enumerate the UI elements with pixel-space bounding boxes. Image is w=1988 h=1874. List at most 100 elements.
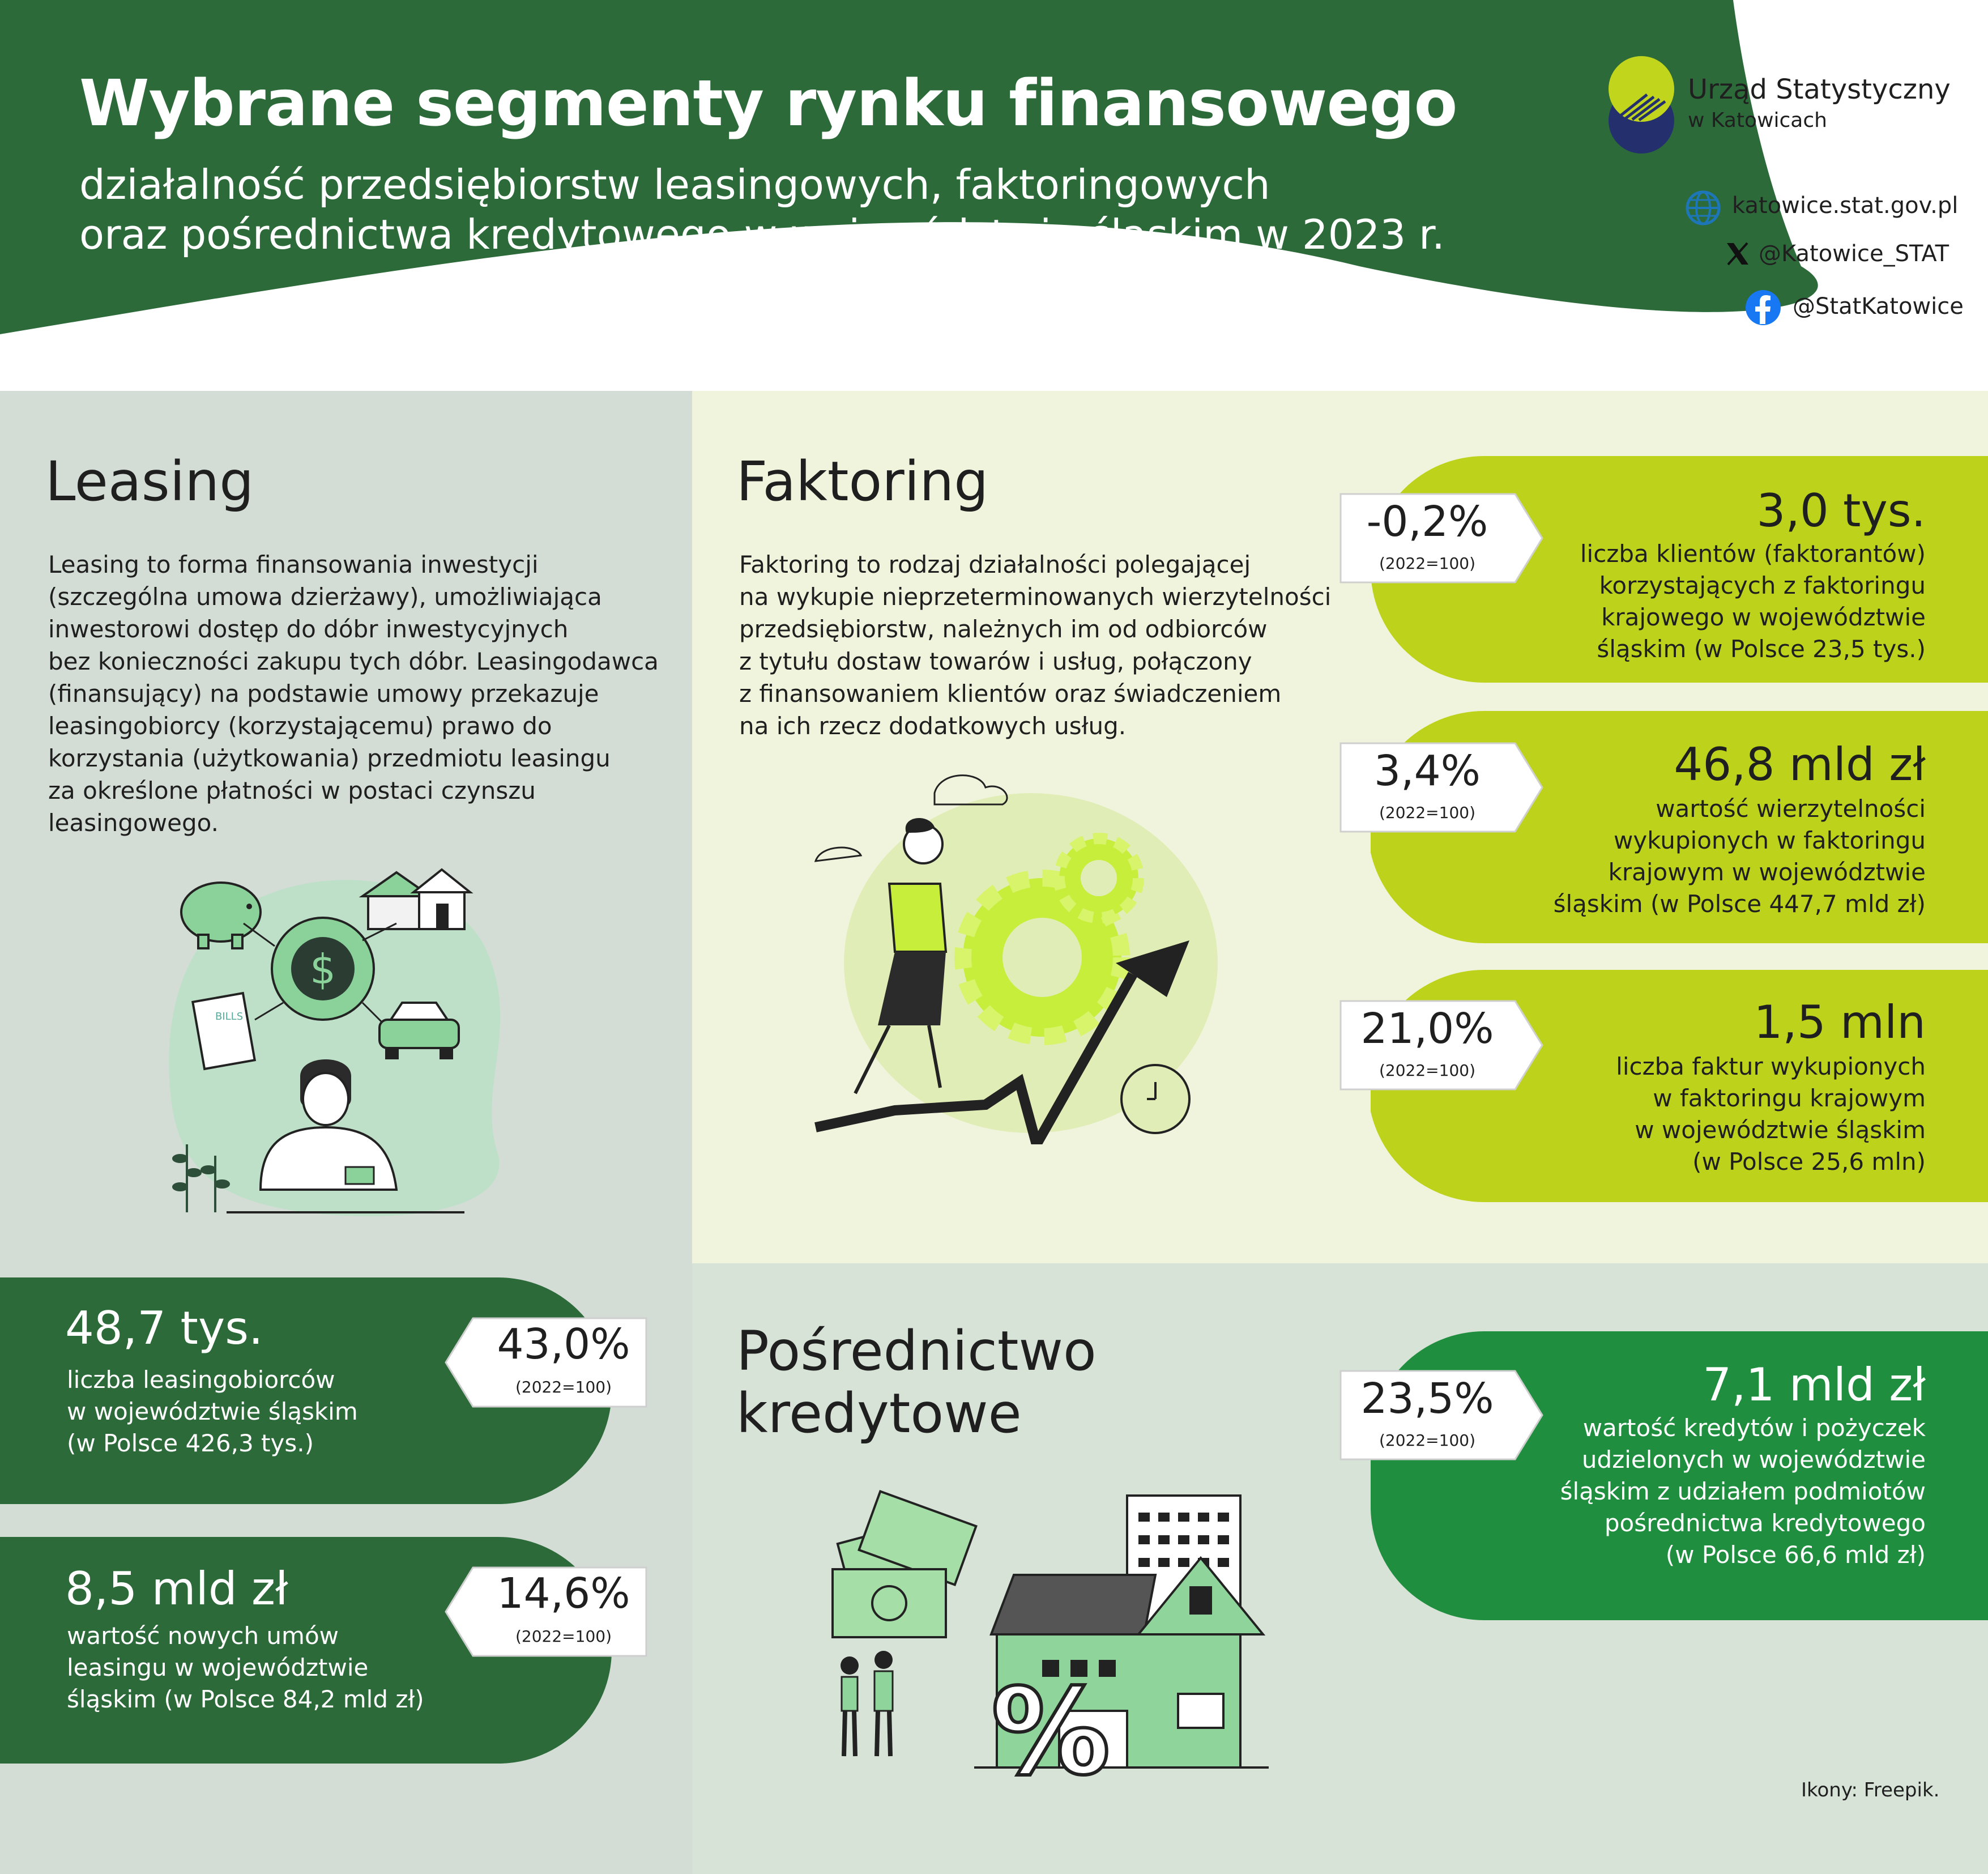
- bills-icon: BILLS: [191, 991, 257, 1071]
- logo-name: Urząd Statystyczny: [1688, 74, 1951, 105]
- svg-text:$: $: [310, 945, 336, 993]
- leasing-stat-1-change: 43,0%: [497, 1320, 630, 1369]
- desc-line: liczba klientów (faktorantów): [1580, 540, 1926, 568]
- leasing-stat-1-value: 48,7 tys.: [65, 1302, 263, 1355]
- desc-line: śląskim (w Polsce 447,7 mld zł): [1553, 890, 1926, 918]
- posrednictwo-stat-base: (2022=100): [1379, 1431, 1475, 1450]
- faktoring-title: Faktoring: [736, 450, 989, 513]
- faktoring-desc-line: z finansowaniem klientów oraz świadczeni…: [739, 680, 1282, 708]
- logo-city: w Katowicach: [1688, 109, 1827, 132]
- subtitle-line-1: działalność przedsiębiorstw leasingowych…: [79, 161, 1270, 208]
- faktoring-illustration: [814, 774, 1218, 1144]
- faktoring-desc-line: na wykupie nieprzeterminowanych wierzyte…: [739, 583, 1332, 611]
- leasing-desc-line: (szczególna umowa dzierżawy), umożliwiaj…: [48, 583, 602, 611]
- car-icon: [378, 1002, 460, 1059]
- desc-line: śląskim (w Polsce 23,5 tys.): [1597, 635, 1926, 663]
- leasing-desc-line: leasingowego.: [48, 809, 219, 837]
- faktoring-stat-3-change: 21,0%: [1360, 1004, 1494, 1053]
- desc-line: wartość kredytów i pożyczek: [1582, 1414, 1926, 1442]
- posrednictwo-change-tag: [1339, 1370, 1543, 1460]
- faktoring-stat-1-change: -0,2%: [1366, 497, 1488, 546]
- facebook-handle-link[interactable]: @StatKatowice: [1793, 293, 1964, 320]
- globe-icon: [1686, 190, 1721, 225]
- gear-icon: [1053, 833, 1144, 923]
- desc-line: pośrednictwa kredytowego: [1604, 1509, 1926, 1537]
- leasing-desc-line: (finansujący) na podstawie umowy przekaz…: [48, 680, 599, 708]
- leasing-stat-1-desc: liczba leasingobiorców w województwie śl…: [67, 1364, 407, 1459]
- subtitle-line-2: oraz pośrednictwa kredytowego w wojewódz…: [79, 211, 1445, 258]
- leasing-stat-1-change-tag: [445, 1317, 647, 1408]
- faktoring-stat-2-base: (2022=100): [1379, 803, 1475, 822]
- faktoring-stat-3-change-tag: [1339, 1000, 1543, 1091]
- posrednictwo-title: Pośrednictwo kredytowe: [736, 1320, 1097, 1445]
- person-icon: [227, 1059, 464, 1213]
- money-icon: [831, 1489, 978, 1638]
- desc-line: w województwie śląskim: [67, 1398, 358, 1425]
- leasing-desc-line: korzystania (użytkowania) przedmiotu lea…: [48, 744, 611, 772]
- cloud-icon: [933, 774, 1008, 806]
- leasing-desc-line: inwestorowi dostęp do dóbr inwestycyjnyc…: [48, 615, 569, 643]
- leasing-desc-line: Leasing to forma finansowania inwestycji: [48, 551, 539, 578]
- x-handle-link[interactable]: @Katowice_STAT: [1759, 241, 1949, 267]
- faktoring-stat-2-value: 46,8 mld zł: [1674, 738, 1926, 791]
- growth-arrow-icon: [814, 972, 1137, 1144]
- faktoring-desc-line: na ich rzecz dodatkowych usług.: [739, 712, 1127, 740]
- faktoring-stat-1-base: (2022=100): [1379, 554, 1475, 573]
- desc-line: liczba leasingobiorców: [67, 1366, 335, 1394]
- couple-icon: [841, 1651, 894, 1757]
- desc-line: śląskim z udziałem podmiotów: [1560, 1477, 1926, 1505]
- leasing-title: Leasing: [45, 450, 254, 513]
- faktoring-stat-3-value: 1,5 mln: [1754, 996, 1926, 1049]
- desc-line: wartość nowych umów: [67, 1622, 339, 1650]
- desc-line: śląskim (w Polsce 84,2 mld zł): [67, 1685, 424, 1713]
- posrednictwo-stat-change: 23,5%: [1360, 1374, 1494, 1423]
- desc-line: w województwie śląskim: [1635, 1116, 1926, 1144]
- faktoring-desc-line: Faktoring to rodzaj działalności polegaj…: [739, 551, 1251, 578]
- x-logo-icon: [1727, 242, 1748, 266]
- faktoring-stat-3-desc: liczba faktur wykupionych w faktoringu k…: [1529, 1051, 1926, 1178]
- plant-icon: [172, 1144, 230, 1212]
- leasing-desc-line: bez konieczności zakupu tych dóbr. Leasi…: [48, 648, 659, 675]
- desc-line: liczba faktur wykupionych: [1616, 1053, 1926, 1080]
- leasing-stat-2-change: 14,6%: [497, 1569, 630, 1618]
- faktoring-stat-2-desc: wartość wierzytelności wykupionych w fak…: [1473, 793, 1926, 920]
- desc-line: (w Polsce 426,3 tys.): [67, 1429, 314, 1457]
- faktoring-stat-2-change: 3,4%: [1374, 747, 1481, 795]
- desc-line: w faktoringu krajowym: [1653, 1084, 1926, 1112]
- house-icon: [359, 868, 473, 930]
- piggy-bank-icon: [180, 881, 262, 949]
- faktoring-stat-3-base: (2022=100): [1379, 1061, 1475, 1080]
- page-title: Wybrane segmenty rynku finansowego: [79, 67, 1457, 140]
- house-icon: [974, 1556, 1269, 1769]
- desc-line: udzielonych w województwie: [1581, 1446, 1926, 1473]
- website-link[interactable]: katowice.stat.gov.pl: [1732, 193, 1959, 219]
- desc-line: krajowego w województwie: [1601, 603, 1926, 631]
- percent-icon: %: [991, 1663, 1110, 1790]
- faktoring-stat-1-desc: liczba klientów (faktorantów) korzystają…: [1529, 538, 1926, 665]
- leasing-pill-1-bg: [0, 1277, 612, 1504]
- desc-line: (w Polsce 25,6 mln): [1692, 1148, 1926, 1175]
- faktoring-desc-line: z tytułu dostaw towarów i usług, połączo…: [739, 648, 1252, 675]
- desc-line: wartość wierzytelności: [1656, 795, 1926, 823]
- posrednictwo-illustration: %: [831, 1489, 1269, 1790]
- leasing-description: Leasing to forma finansowania inwestycji…: [48, 548, 671, 839]
- header-banner: [0, 0, 1818, 334]
- leasing-stat-2-base: (2022=100): [515, 1627, 612, 1646]
- woman-icon: [854, 817, 948, 1094]
- faktoring-stat-1-value: 3,0 tys.: [1756, 484, 1926, 537]
- bills-label: BILLS: [215, 1011, 243, 1023]
- dollar-chart-icon: $: [243, 917, 397, 1027]
- leasing-stat-2-change-tag: [445, 1566, 647, 1657]
- faktoring-stat-2-change-tag: [1339, 742, 1543, 833]
- leasing-stat-2-value: 8,5 mld zł: [65, 1562, 288, 1615]
- leasing-illustration: $ BILLS: [169, 868, 501, 1216]
- faktoring-desc-line: przedsiębiorstw, należnych im od odbiorc…: [739, 615, 1268, 643]
- cloud-icon: [814, 846, 863, 862]
- logo-icon: [1609, 56, 1674, 154]
- faktoring-stat-1-change-tag: [1339, 493, 1543, 584]
- leasing-stat-1-base: (2022=100): [515, 1378, 612, 1396]
- leasing-stat-2-desc: wartość nowych umów leasingu w województ…: [67, 1620, 452, 1715]
- posrednictwo-stat-desc: wartość kredytów i pożyczek udzielonych …: [1473, 1412, 1926, 1571]
- posrednictwo-stat-value: 7,1 mld zł: [1703, 1358, 1926, 1411]
- credits-text: Ikony: Freepik.: [1801, 1779, 1940, 1801]
